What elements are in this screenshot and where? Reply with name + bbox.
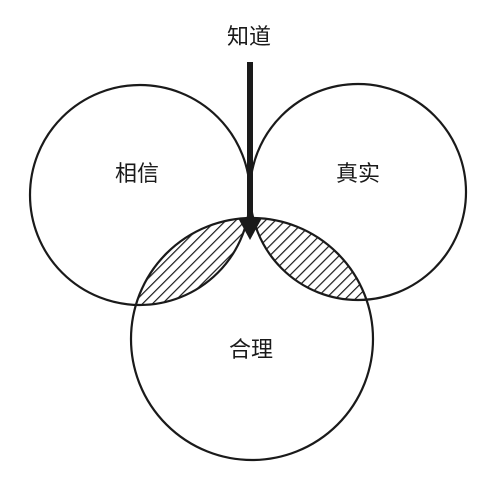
overlap-believe-reasonable — [131, 218, 250, 305]
overlap-true-reasonable — [250, 218, 373, 300]
circle-true — [248, 82, 468, 302]
set-label-reasonable: 合理 — [229, 338, 273, 363]
set-label-believe: 相信 — [115, 162, 159, 187]
top-label: 知道 — [227, 25, 271, 50]
set-label-true: 真实 — [336, 162, 380, 187]
arrow-down-icon — [238, 62, 262, 240]
